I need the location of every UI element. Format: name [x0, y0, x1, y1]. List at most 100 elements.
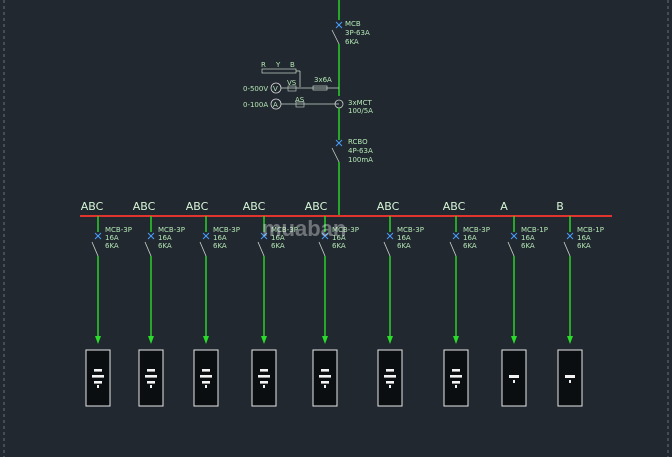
arrow-icon	[387, 336, 393, 344]
rcbo-label-3: 100mA	[348, 156, 373, 164]
arrow-icon	[95, 336, 101, 344]
load-box	[443, 349, 469, 407]
breaker-contact	[199, 241, 207, 257]
load-box	[138, 349, 164, 407]
feeder-phase-label: B	[556, 200, 564, 213]
ammeter-range: 0-100A	[243, 101, 268, 109]
ammeter-symbol: A	[273, 101, 278, 109]
load-box	[312, 349, 338, 407]
feeder-breaker-label: 6KA	[463, 242, 477, 250]
arrow-icon	[148, 336, 154, 344]
breaker-contact	[257, 241, 265, 257]
breaker-contact	[144, 241, 152, 257]
feeder-breaker-label: 16A	[105, 234, 119, 242]
arrow-icon	[453, 336, 459, 344]
feeder-breaker-label: 16A	[271, 234, 285, 242]
feeder-breaker-label: 16A	[158, 234, 172, 242]
fuse-icon	[312, 85, 328, 91]
load-symbol-icon	[509, 375, 519, 378]
feeder-breaker-label: 16A	[332, 234, 346, 242]
feeder-breaker-label: 16A	[521, 234, 535, 242]
breaker-contact	[507, 241, 515, 257]
feeder-phase-label: ABC	[243, 200, 266, 213]
phase-letter-b: B	[290, 61, 295, 69]
main-breaker-label-2: 3P-63A	[345, 29, 370, 37]
feeder-phase-label: ABC	[81, 200, 104, 213]
load-symbol-icon	[147, 369, 155, 372]
load-symbol-icon	[94, 369, 102, 372]
feeder-phase-label: ABC	[443, 200, 466, 213]
voltmeter-switch: VS	[287, 79, 297, 87]
feeder-breaker-label: MCB-3P	[158, 226, 185, 234]
load-box	[251, 349, 277, 407]
feeder-breaker-label: 6KA	[213, 242, 227, 250]
feeder-breaker-label: MCB-3P	[271, 226, 298, 234]
load-box	[193, 349, 219, 407]
main-breaker-label-3: 6KA	[345, 38, 359, 46]
feeder-breaker-label: MCB-3P	[332, 226, 359, 234]
feeder-phase-label: ABC	[377, 200, 400, 213]
rcbo-label-1: RCBO	[348, 138, 368, 146]
feeder-breaker-label: MCB-3P	[463, 226, 490, 234]
feeder-phase-label: ABC	[186, 200, 209, 213]
feeder-breaker-label: 6KA	[332, 242, 346, 250]
feeder-phase-label: A	[500, 200, 508, 213]
phase-letter-r: R	[261, 61, 266, 69]
watermark: muaban	[262, 216, 346, 241]
feeder-breaker-label: MCB-3P	[213, 226, 240, 234]
feeder-breaker-label: 6KA	[105, 242, 119, 250]
feeder-breaker-label: MCB-1P	[577, 226, 604, 234]
feeder-breaker-label: 6KA	[271, 242, 285, 250]
feeder-breaker-label: 6KA	[577, 242, 591, 250]
fuse-label: 3x6A	[314, 76, 332, 84]
breaker-contact	[449, 241, 457, 257]
feeder-breaker-label: MCB-3P	[397, 226, 424, 234]
feeder-breaker-label: 6KA	[158, 242, 172, 250]
load-symbol-icon	[386, 369, 394, 372]
feeder-breaker-label: 6KA	[397, 242, 411, 250]
feeder-breaker-label: 16A	[577, 234, 591, 242]
arrow-icon	[511, 336, 517, 344]
feeder-phase-label: ABC	[133, 200, 156, 213]
feeder-phase-label: ABC	[305, 200, 328, 213]
breaker-contact	[383, 241, 391, 257]
load-box	[85, 349, 111, 407]
arrow-icon	[203, 336, 209, 344]
ct-label-2: 100/5A	[348, 107, 373, 115]
arrow-icon	[567, 336, 573, 344]
feeder-circuits: ABCMCB-3P16A6KAABCMCB-3P16A6KAABCMCB-3P1…	[81, 200, 604, 407]
feeder-breaker-label: 6KA	[521, 242, 535, 250]
feeder-breaker-label: 16A	[463, 234, 477, 242]
load-symbol-icon	[260, 369, 268, 372]
breaker-contact	[91, 241, 99, 257]
ct-label-1: 3xMCT	[348, 99, 373, 107]
rcbo-label-2: 4P-63A	[348, 147, 373, 155]
load-symbol-icon	[565, 375, 575, 378]
load-box	[377, 349, 403, 407]
voltmeter-range: 0-500V	[243, 85, 268, 93]
load-symbol-icon	[202, 369, 210, 372]
arrow-icon	[261, 336, 267, 344]
feeder-breaker-label: MCB-1P	[521, 226, 548, 234]
load-symbol-icon	[321, 369, 329, 372]
rcbo: RCBO 4P-63A 100mA	[331, 108, 373, 216]
main-breaker: MCB 3P-63A 6KA	[331, 20, 370, 96]
main-breaker-label-1: MCB	[345, 20, 361, 28]
feeder-breaker-label: 16A	[397, 234, 411, 242]
breaker-contact	[318, 241, 326, 257]
metering-section: R Y B 0-500V V VS 3x6A 0-100A A AS 3xMCT…	[243, 61, 373, 115]
phase-letter-y: Y	[275, 61, 281, 69]
feeder-breaker-label: MCB-3P	[105, 226, 132, 234]
arrow-icon	[322, 336, 328, 344]
ammeter-switch: AS	[295, 96, 305, 104]
